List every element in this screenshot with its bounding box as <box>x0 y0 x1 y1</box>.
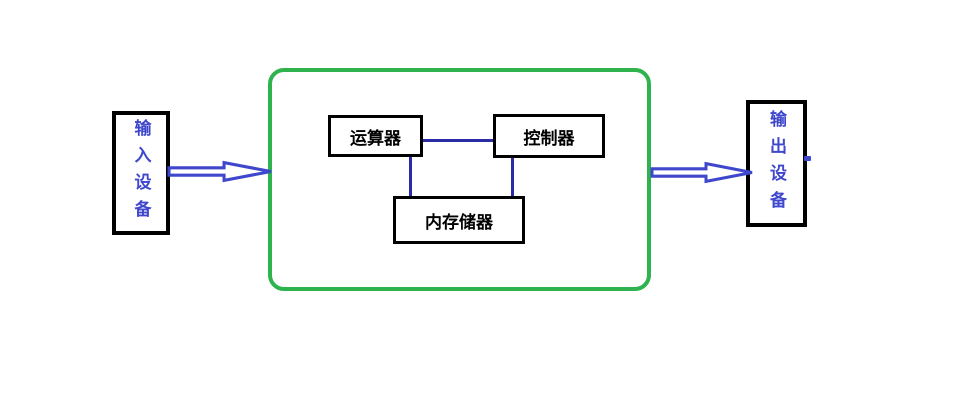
alu-box: 运算器 <box>328 115 423 157</box>
memory-box: 内存储器 <box>393 196 525 244</box>
stray-blue-mark <box>804 156 811 161</box>
input-device-label: 输入设备 <box>131 119 151 227</box>
control-unit-box: 控制器 <box>493 114 605 158</box>
output-arrow-icon <box>650 160 756 185</box>
input-arrow-icon <box>167 159 275 184</box>
alu-control-unit-connector <box>420 139 497 142</box>
output-device-label: 输出设备 <box>767 109 786 218</box>
output-device-box: 输出设备 <box>746 100 807 227</box>
input-device-box: 输入设备 <box>112 111 170 235</box>
system-boundary-box <box>268 68 651 291</box>
alu-label: 运算器 <box>350 128 401 148</box>
memory-label: 内存储器 <box>425 212 493 232</box>
control-unit-memory-connector <box>511 155 514 203</box>
alu-memory-connector <box>409 155 412 203</box>
control-unit-label: 控制器 <box>523 128 575 148</box>
